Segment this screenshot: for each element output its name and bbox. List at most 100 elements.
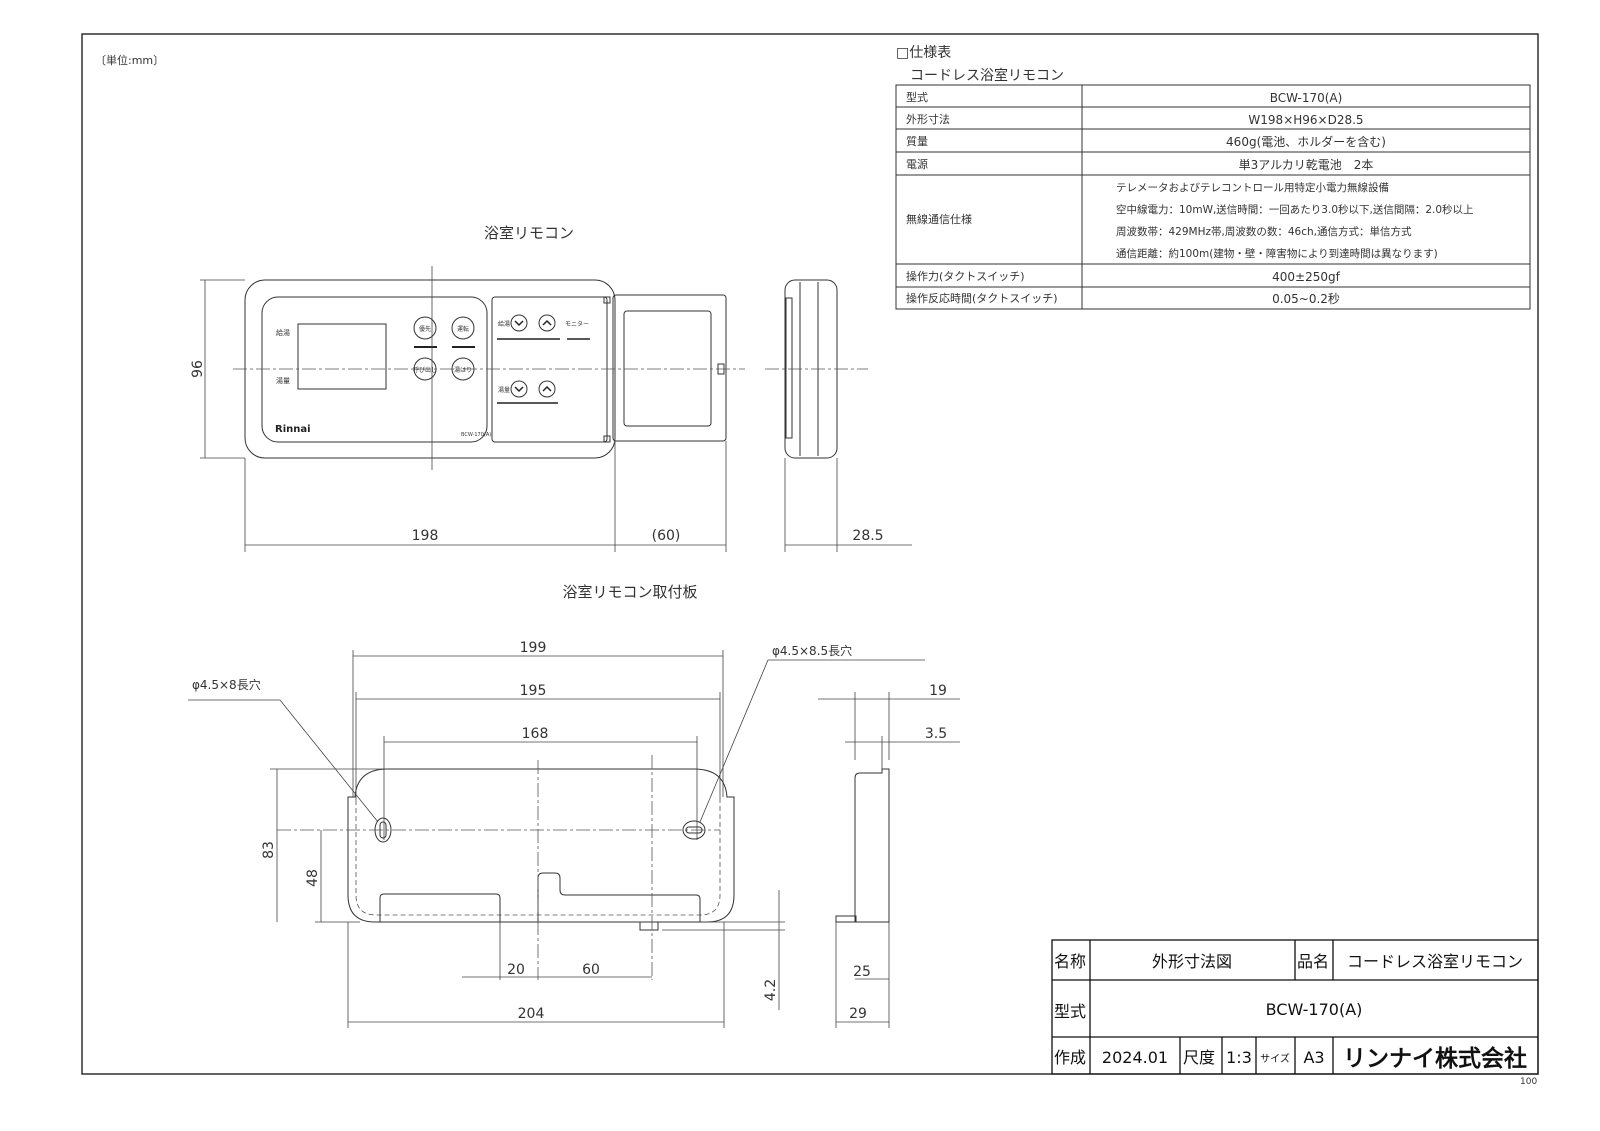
drawing-line (854, 768, 890, 923)
hole-left-label: φ4.5×8長穴 (192, 677, 261, 692)
drawing-line (261, 296, 488, 443)
drawing-text: 作成 (1054, 1048, 1086, 1067)
spec-heading: □仕様表 (896, 45, 951, 61)
drawing-text: 400±250gf (1272, 270, 1340, 284)
sheet-number: 100 (1520, 1077, 1537, 1087)
drawing-text: 湯はり (454, 366, 472, 374)
drawing-text: 空中線電力：10mW,送信時間：一回あたり3.0秒以下,送信間隔：2.0秒以上 (1116, 203, 1474, 216)
drawing-text: 60 (582, 962, 600, 978)
drawing-text: 48 (305, 869, 321, 887)
drawing-line (896, 106, 1530, 288)
drawing-text: 0.05~0.2秒 (1272, 292, 1340, 306)
up-arrow-icon (538, 380, 556, 398)
drawing-line: 型式 外形寸法 質量 電源 無線通信仕様 操作力(タクトスイッチ) 操作反応時間… (906, 90, 1058, 305)
button-yusen (413, 316, 437, 340)
drawing-text: 外形寸法 (906, 112, 950, 126)
drawing-text: 給湯 (498, 320, 510, 328)
drawing-text: コードレス浴室リモコン (1347, 952, 1523, 971)
drawing-line (1052, 940, 1538, 1074)
drawing-text: 優先 (419, 325, 431, 333)
drawing-text: 名称 (1054, 952, 1086, 971)
drawing-line (270, 768, 785, 931)
drawing-text: 型式 (1054, 1002, 1086, 1021)
drawing-line (784, 458, 838, 552)
down-arrow-icon (510, 380, 528, 398)
drawing-text: 単3アルカリ乾電池 2本 (1239, 158, 1374, 172)
drawing-text: 外形寸法図 (1152, 952, 1232, 971)
drawing-line (835, 692, 890, 1028)
drawing-text: 呼び出し (413, 366, 437, 374)
drawing-text: 品名 (1297, 952, 1329, 971)
drawing-line (200, 279, 245, 459)
drawing-text: 運転 (457, 325, 469, 333)
brand-logo: Rinnai (275, 424, 311, 435)
sheet-border (81, 33, 1539, 1075)
dim-width: 198 (412, 528, 439, 544)
drawing-text: 操作反応時間(タクトスイッチ) (906, 291, 1058, 305)
drawing-text: 湯量 (498, 386, 510, 394)
drawing-line (188, 699, 379, 823)
drawing-text: 4.2 (763, 979, 779, 1001)
drawing-line (352, 650, 724, 840)
dim-depth: 28.5 (852, 528, 883, 544)
cover-panel (491, 296, 608, 443)
drawing-text: 83 (261, 841, 277, 859)
drawing-line (603, 435, 611, 443)
drawing-line (514, 385, 552, 393)
up-arrow-icon (538, 314, 556, 332)
drawing-line (699, 659, 925, 823)
drawing-line (603, 296, 611, 304)
drawing-text: BCW-170(A) (1266, 1000, 1363, 1019)
remote-title: 浴室リモコン (484, 224, 574, 242)
spec-table: □仕様表 コードレス浴室リモコン 型式 外形寸法 質量 電源 無線通信仕様 操作… (895, 45, 1531, 310)
lcd-display (297, 323, 387, 390)
drawing-text: サイズ (1260, 1052, 1290, 1065)
drawing-text: 20 (507, 962, 525, 978)
drawing-text: モニター (565, 320, 589, 328)
open-lid (612, 294, 727, 442)
drawing-text: 29 (849, 1006, 867, 1022)
drawing-line: BCW-170(A) W198×H96×D28.5 460g(電池、ホルダーを含… (1226, 91, 1386, 306)
drawing-text: W198×H96×D28.5 (1248, 113, 1363, 127)
drawing-text: 168 (522, 726, 549, 742)
drawing-text: 無線通信仕様 (906, 212, 972, 226)
drawing-text: A3 (1303, 1048, 1324, 1067)
drawing-text: 204 (518, 1006, 545, 1022)
drawing-line (244, 440, 727, 552)
drawing-text: 1:3 (1226, 1048, 1252, 1067)
drawing-line (379, 872, 701, 922)
unit-note: 〔単位:mm〕 (95, 53, 164, 67)
company-name: リンナイ株式会社 (1343, 1045, 1527, 1072)
remote-side-view: 28.5 (765, 279, 912, 552)
mounting-plate-view: 浴室リモコン取付板 199 195 168 φ4.5×8長穴 φ4.5×8.5長… (188, 583, 925, 1028)
drawing-text: 尺度 (1183, 1048, 1215, 1067)
drawing-text: テレメータおよびテレコントロール用特定小電力無線設備 (1116, 181, 1389, 194)
drawing-line (639, 921, 659, 931)
drawing-line: テレメータおよびテレコントロール用特定小電力無線設備 空中線電力：10mW,送信… (1116, 181, 1474, 260)
drawing-text: BCW-170(A) (1270, 91, 1343, 105)
label-kyuto: 給湯 (276, 328, 290, 337)
drawing-line (835, 915, 857, 923)
drawing-text: 25 (853, 964, 871, 980)
drawing-text: 2024.01 (1102, 1048, 1168, 1067)
drawing-text: 460g(電池、ホルダーを含む) (1226, 134, 1386, 149)
drawing-text: 周波数帯：429MHz帯,周波数の数：46ch,通信方式：単信方式 (1116, 225, 1412, 238)
drawing-line (895, 84, 1531, 310)
drawing-text: 操作力(タクトスイッチ) (906, 269, 1025, 283)
label-yuryo: 湯量 (276, 376, 290, 385)
drawing-text: 通信距離：約100m(建物・壁・障害物により到達時間は異なります) (1116, 247, 1438, 260)
dim-lid: (60) (652, 528, 681, 544)
drawing-line (785, 297, 793, 439)
drawing-line (623, 310, 712, 427)
drawing-text: 電源 (906, 157, 928, 171)
plate-title: 浴室リモコン取付板 (562, 583, 697, 601)
drawing-line (514, 319, 552, 327)
hole-right-label: φ4.5×8.5長穴 (772, 643, 852, 658)
plate-side-view: 19 3.5 25 29 (818, 683, 960, 1028)
drawing-text: 型式 (906, 90, 928, 104)
spec-subheading: コードレス浴室リモコン (910, 67, 1064, 84)
drawing-text: 19 (929, 683, 947, 699)
drawing-text: 3.5 (925, 726, 947, 742)
remote-front-view: 浴室リモコン 給湯 湯量 Rinnai BCW-170(A) 優先 運転 呼び出… (190, 224, 745, 552)
